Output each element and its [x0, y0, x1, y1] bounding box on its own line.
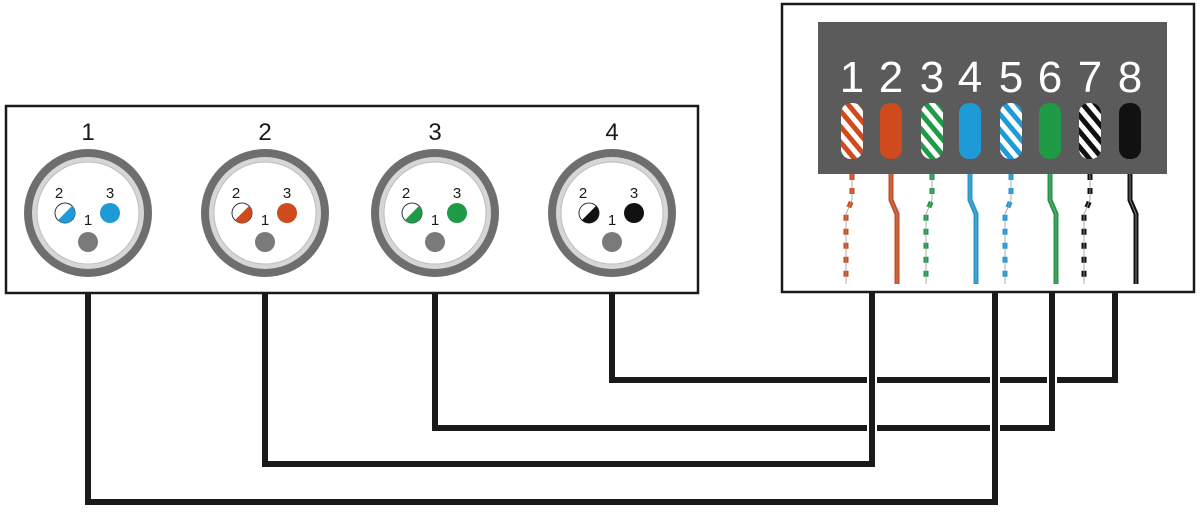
- xlr-pin-3-label: 3: [106, 185, 114, 202]
- terminal-5: 5: [999, 53, 1023, 159]
- terminal-number-label: 1: [840, 53, 864, 102]
- xlr-connector-4: 4 2 31: [548, 119, 676, 277]
- terminal-number-label: 5: [999, 53, 1023, 102]
- xlr-pin-1-label: 1: [431, 212, 439, 229]
- xlr-pin-2-label: 2: [55, 185, 63, 202]
- xlr-pin-2-color: [234, 205, 252, 223]
- xlr-pin-1-label: 1: [84, 212, 92, 229]
- cable-crossing-vertical: [992, 371, 998, 389]
- cable-crossing-vertical: [869, 419, 875, 437]
- cable-crossing-vertical: [992, 419, 998, 437]
- xlr-number-label: 1: [81, 119, 94, 146]
- terminal-wire-outline: [1004, 174, 1012, 284]
- terminal-number-label: 2: [879, 53, 903, 102]
- terminal-contact: [1079, 103, 1101, 159]
- terminal-wire-outline: [890, 174, 898, 284]
- xlr-pin-1: [425, 232, 445, 252]
- xlr-pin-3-label: 3: [283, 185, 291, 202]
- terminal-contact: [1000, 103, 1022, 159]
- terminal-wire-outline: [845, 174, 853, 284]
- xlr-connector-2: 2 2 31: [201, 119, 329, 277]
- xlr-face: [213, 161, 317, 265]
- xlr-pin-2-label: 2: [232, 185, 240, 202]
- terminal-4: 4: [958, 53, 982, 159]
- terminal-wire-outline: [925, 174, 933, 284]
- terminal-wires: [843, 174, 1139, 284]
- xlr-pin-2-color: [57, 205, 76, 223]
- terminal-contact: [841, 103, 863, 159]
- terminal-number-label: 8: [1118, 53, 1142, 102]
- terminal-contact: [1119, 103, 1141, 159]
- terminal-block: [818, 22, 1167, 174]
- terminal-3: 3: [920, 53, 944, 159]
- xlr-pin-1: [602, 232, 622, 252]
- terminal-number-label: 7: [1078, 53, 1102, 102]
- xlr-pin-2-color: [404, 205, 423, 224]
- terminal-1: 1: [840, 53, 864, 159]
- xlr-pin-1: [78, 232, 98, 252]
- xlr-pin-1-label: 1: [261, 212, 269, 229]
- xlr-pin-3-label: 3: [453, 185, 461, 202]
- cable-crossing-vertical: [1049, 371, 1055, 389]
- xlr-pin-1: [255, 232, 275, 252]
- terminal-7: 7: [1078, 53, 1102, 159]
- cable-xlr-1: [85, 292, 998, 505]
- xlr-pin-2-label: 2: [402, 185, 410, 202]
- xlr-pin-1-label: 1: [608, 212, 616, 229]
- cable-crossing-vertical: [869, 371, 875, 389]
- terminal-2: 2: [879, 53, 903, 159]
- terminal-wire-outline: [1129, 174, 1137, 284]
- xlr-pin-3-label: 3: [630, 185, 638, 202]
- xlr-pin-3: [447, 203, 467, 223]
- terminal-contact: [921, 103, 943, 159]
- terminal-wire-outline: [1083, 174, 1091, 284]
- xlr-face: [560, 161, 664, 265]
- terminal-wire-outline: [1049, 174, 1057, 284]
- terminal-8: 8: [1118, 53, 1142, 159]
- xlr-number-label: 4: [605, 119, 618, 146]
- xlr-number-label: 3: [428, 119, 441, 146]
- xlr-pin-2-color: [581, 205, 599, 223]
- terminal-6: 6: [1038, 53, 1062, 159]
- xlr-pin-2-label: 2: [579, 185, 587, 202]
- xlr-pin-3: [277, 203, 297, 223]
- terminal-contact: [880, 103, 902, 159]
- xlr-face: [383, 161, 487, 265]
- terminal-wire-outline: [969, 174, 977, 284]
- terminal-number-label: 4: [958, 53, 982, 102]
- xlr-number-label: 2: [258, 119, 271, 146]
- cables: [85, 292, 1118, 505]
- xlr-pin-3: [100, 203, 120, 223]
- terminal-contact: [1039, 103, 1061, 159]
- cable-xlr-4: [609, 292, 1118, 383]
- terminal-number-label: 3: [920, 53, 944, 102]
- xlr-pin-3: [624, 203, 644, 223]
- terminal-contact: [959, 103, 981, 159]
- cable-xlr-3: [432, 292, 1055, 431]
- xlr-face: [36, 161, 140, 265]
- terminal-number-label: 6: [1038, 53, 1062, 102]
